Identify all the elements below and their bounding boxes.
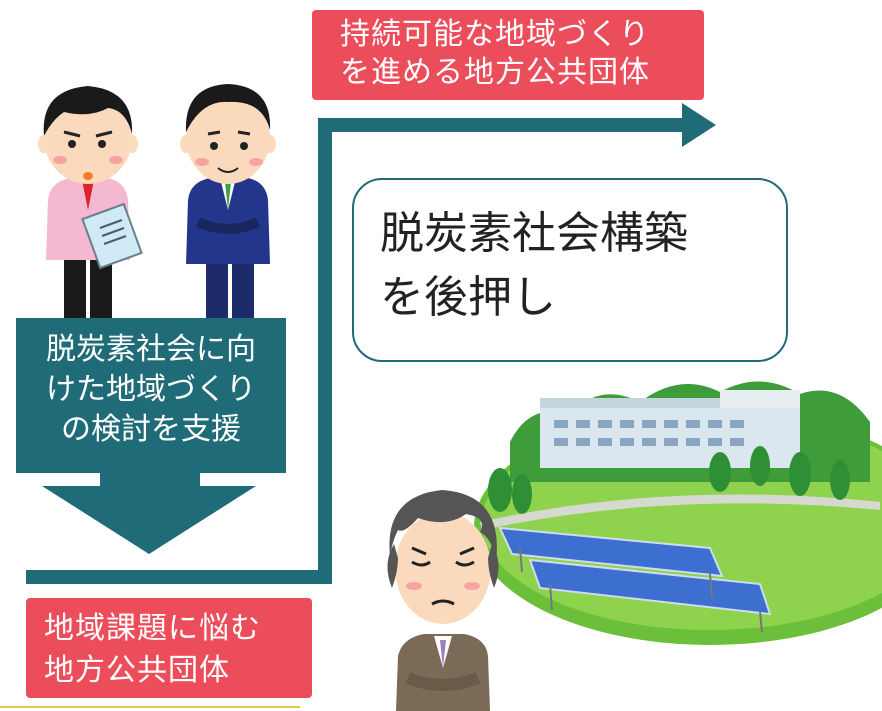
speech-bubble-line-2: を後押し [380, 272, 556, 323]
flow-path-bottom [26, 570, 330, 584]
two-men-illustration [38, 84, 276, 318]
support-box-line-2: けた地域づくり [46, 372, 256, 407]
support-box-line-3: の検討を支援 [61, 412, 241, 447]
speech-bubble: 脱炭素社会構築 を後押し [352, 178, 788, 362]
bottom-tag-line-2: 地方公共団体 [44, 653, 230, 688]
businessman-icon [180, 84, 276, 318]
top-tag-line-1: 持続可能な地域づくり [340, 17, 650, 52]
bottom-tag-line-1: 地域課題に悩む [44, 611, 261, 646]
consultant-man-icon [38, 86, 143, 318]
worried-official-icon [387, 490, 499, 711]
solar-campus-illustration [474, 381, 882, 645]
solar-panel-rows [498, 526, 772, 633]
top-tag: 持続可能な地域づくり を進める地方公共団体 [312, 10, 704, 100]
top-tag-line-2: を進める地方公共団体 [340, 55, 650, 90]
flow-path-vertical [318, 118, 332, 584]
bottom-tag: 地域課題に悩む 地方公共団体 [26, 598, 312, 698]
flow-path-top [318, 118, 686, 132]
support-box-line-1: 脱炭素社会に向 [46, 332, 256, 367]
speech-bubble-line-1: 脱炭素社会構築 [380, 208, 688, 259]
support-box: 脱炭素社会に向 けた地域づくり の検討を支援 [16, 330, 286, 450]
arrow-right-icon [682, 103, 716, 147]
support-arrow [16, 318, 286, 554]
